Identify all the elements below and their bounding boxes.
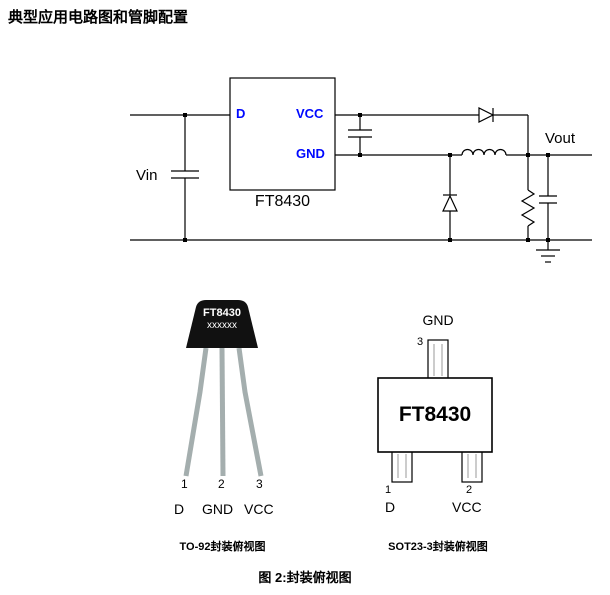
sot23-pin2-number: 2 — [466, 484, 473, 496]
ic-pin-vcc-label: VCC — [296, 106, 324, 121]
to92-body — [186, 300, 258, 348]
to92-marking-line2: xxxxxx — [207, 320, 237, 331]
sot23-pin-3 — [427, 339, 449, 381]
sot23-pin1-number: 1 — [385, 484, 392, 496]
to92-pin1-number: 1 — [181, 477, 188, 491]
to92-package — [183, 300, 264, 477]
ic-part-number: FT8430 — [254, 193, 311, 210]
to92-pin1-name: D — [174, 501, 185, 517]
page-title: 典型应用电路图和管脚配置 — [8, 9, 189, 26]
vout-label: Vout — [545, 130, 576, 147]
sot23-pin-2 — [461, 449, 483, 483]
to92-leg-2 — [219, 347, 226, 477]
sot23-pin-1 — [391, 449, 413, 483]
to92-pin3-number: 3 — [256, 477, 263, 491]
to92-caption: TO-92封装俯视图 — [179, 541, 266, 553]
load-resistor — [520, 189, 536, 227]
inductor — [461, 148, 507, 156]
ic-pin-d-label: D — [236, 106, 246, 121]
to92-pin3-name: VCC — [244, 501, 274, 517]
vin-label: Vin — [136, 167, 158, 184]
series-diode-icon — [478, 107, 495, 123]
junction-dots — [183, 113, 550, 242]
ic-box — [229, 77, 336, 191]
sot23-package — [377, 339, 493, 483]
to92-leg-1 — [183, 347, 209, 477]
sot23-caption: SOT23-3封装俯视图 — [388, 541, 488, 553]
sot23-pin3-name: GND — [422, 312, 454, 328]
to92-marking-line1: FT8430 — [203, 307, 241, 319]
to92-pin2-number: 2 — [218, 477, 225, 491]
to92-pin2-name: GND — [202, 501, 234, 517]
application-circuit — [130, 77, 592, 263]
ic-pin-gnd-label: GND — [296, 146, 325, 161]
figure-caption: 图 2:封装俯视图 — [258, 570, 352, 585]
sot23-pin3-number: 3 — [417, 336, 424, 348]
to92-leg-3 — [236, 347, 264, 477]
sot23-pin1-name: D — [385, 499, 396, 515]
sot23-body — [377, 377, 493, 453]
sot23-part-number: FT8430 — [398, 403, 472, 426]
sot23-pin2-name: VCC — [452, 499, 482, 515]
